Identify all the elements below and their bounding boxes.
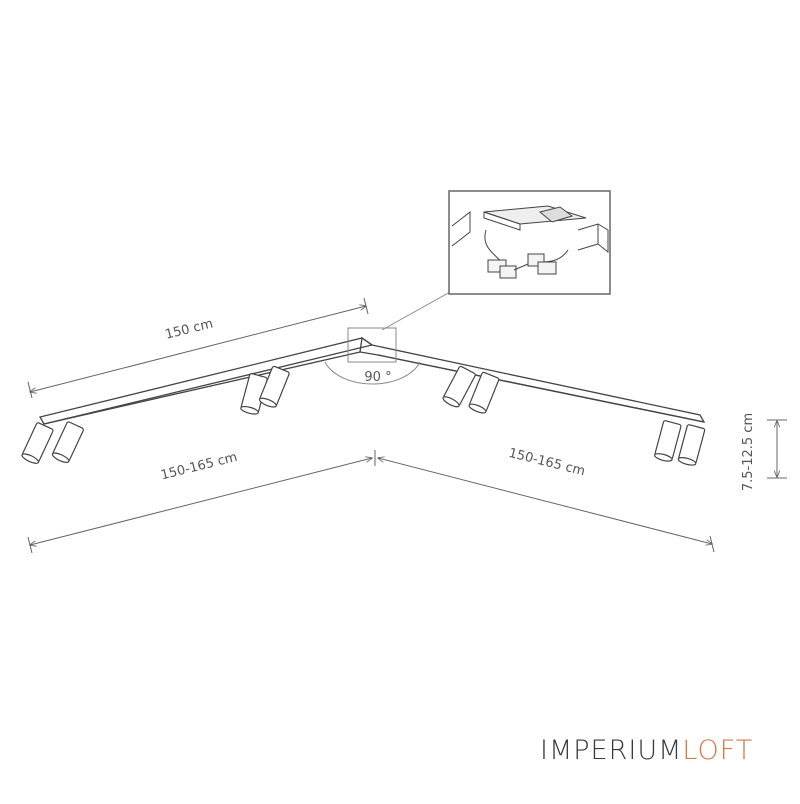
- track-rail: [39, 336, 706, 425]
- brand-logo: IMPERIUMLOFT: [540, 735, 753, 766]
- dimension-height: 7.5-12.5 cm: [741, 413, 787, 491]
- inset-leader-line: [381, 291, 451, 331]
- dimension-bottom: 150-165 cm 150-165 cm: [27, 446, 715, 554]
- dimension-right-label: 150-165 cm: [507, 446, 587, 479]
- angle-label: 90 °: [364, 370, 391, 385]
- spotlight-center-right-pair: [442, 365, 500, 414]
- dimension-top: 150 cm: [27, 297, 369, 399]
- spotlight-right-pair: [654, 420, 706, 466]
- dimension-top-label: 150 cm: [164, 316, 215, 342]
- connector-detail-icon: [448, 190, 611, 295]
- spotlight-left-pair: [21, 421, 84, 464]
- spotlight-center-left-pair: [240, 365, 290, 415]
- brand-accent: LOFT: [682, 735, 754, 766]
- brand-primary: IMPERIUM: [540, 735, 683, 766]
- dimension-height-label: 7.5-12.5 cm: [741, 413, 756, 491]
- corner-detail-marker: 90 °: [324, 327, 421, 385]
- dimension-left-label: 150-165 cm: [159, 450, 239, 483]
